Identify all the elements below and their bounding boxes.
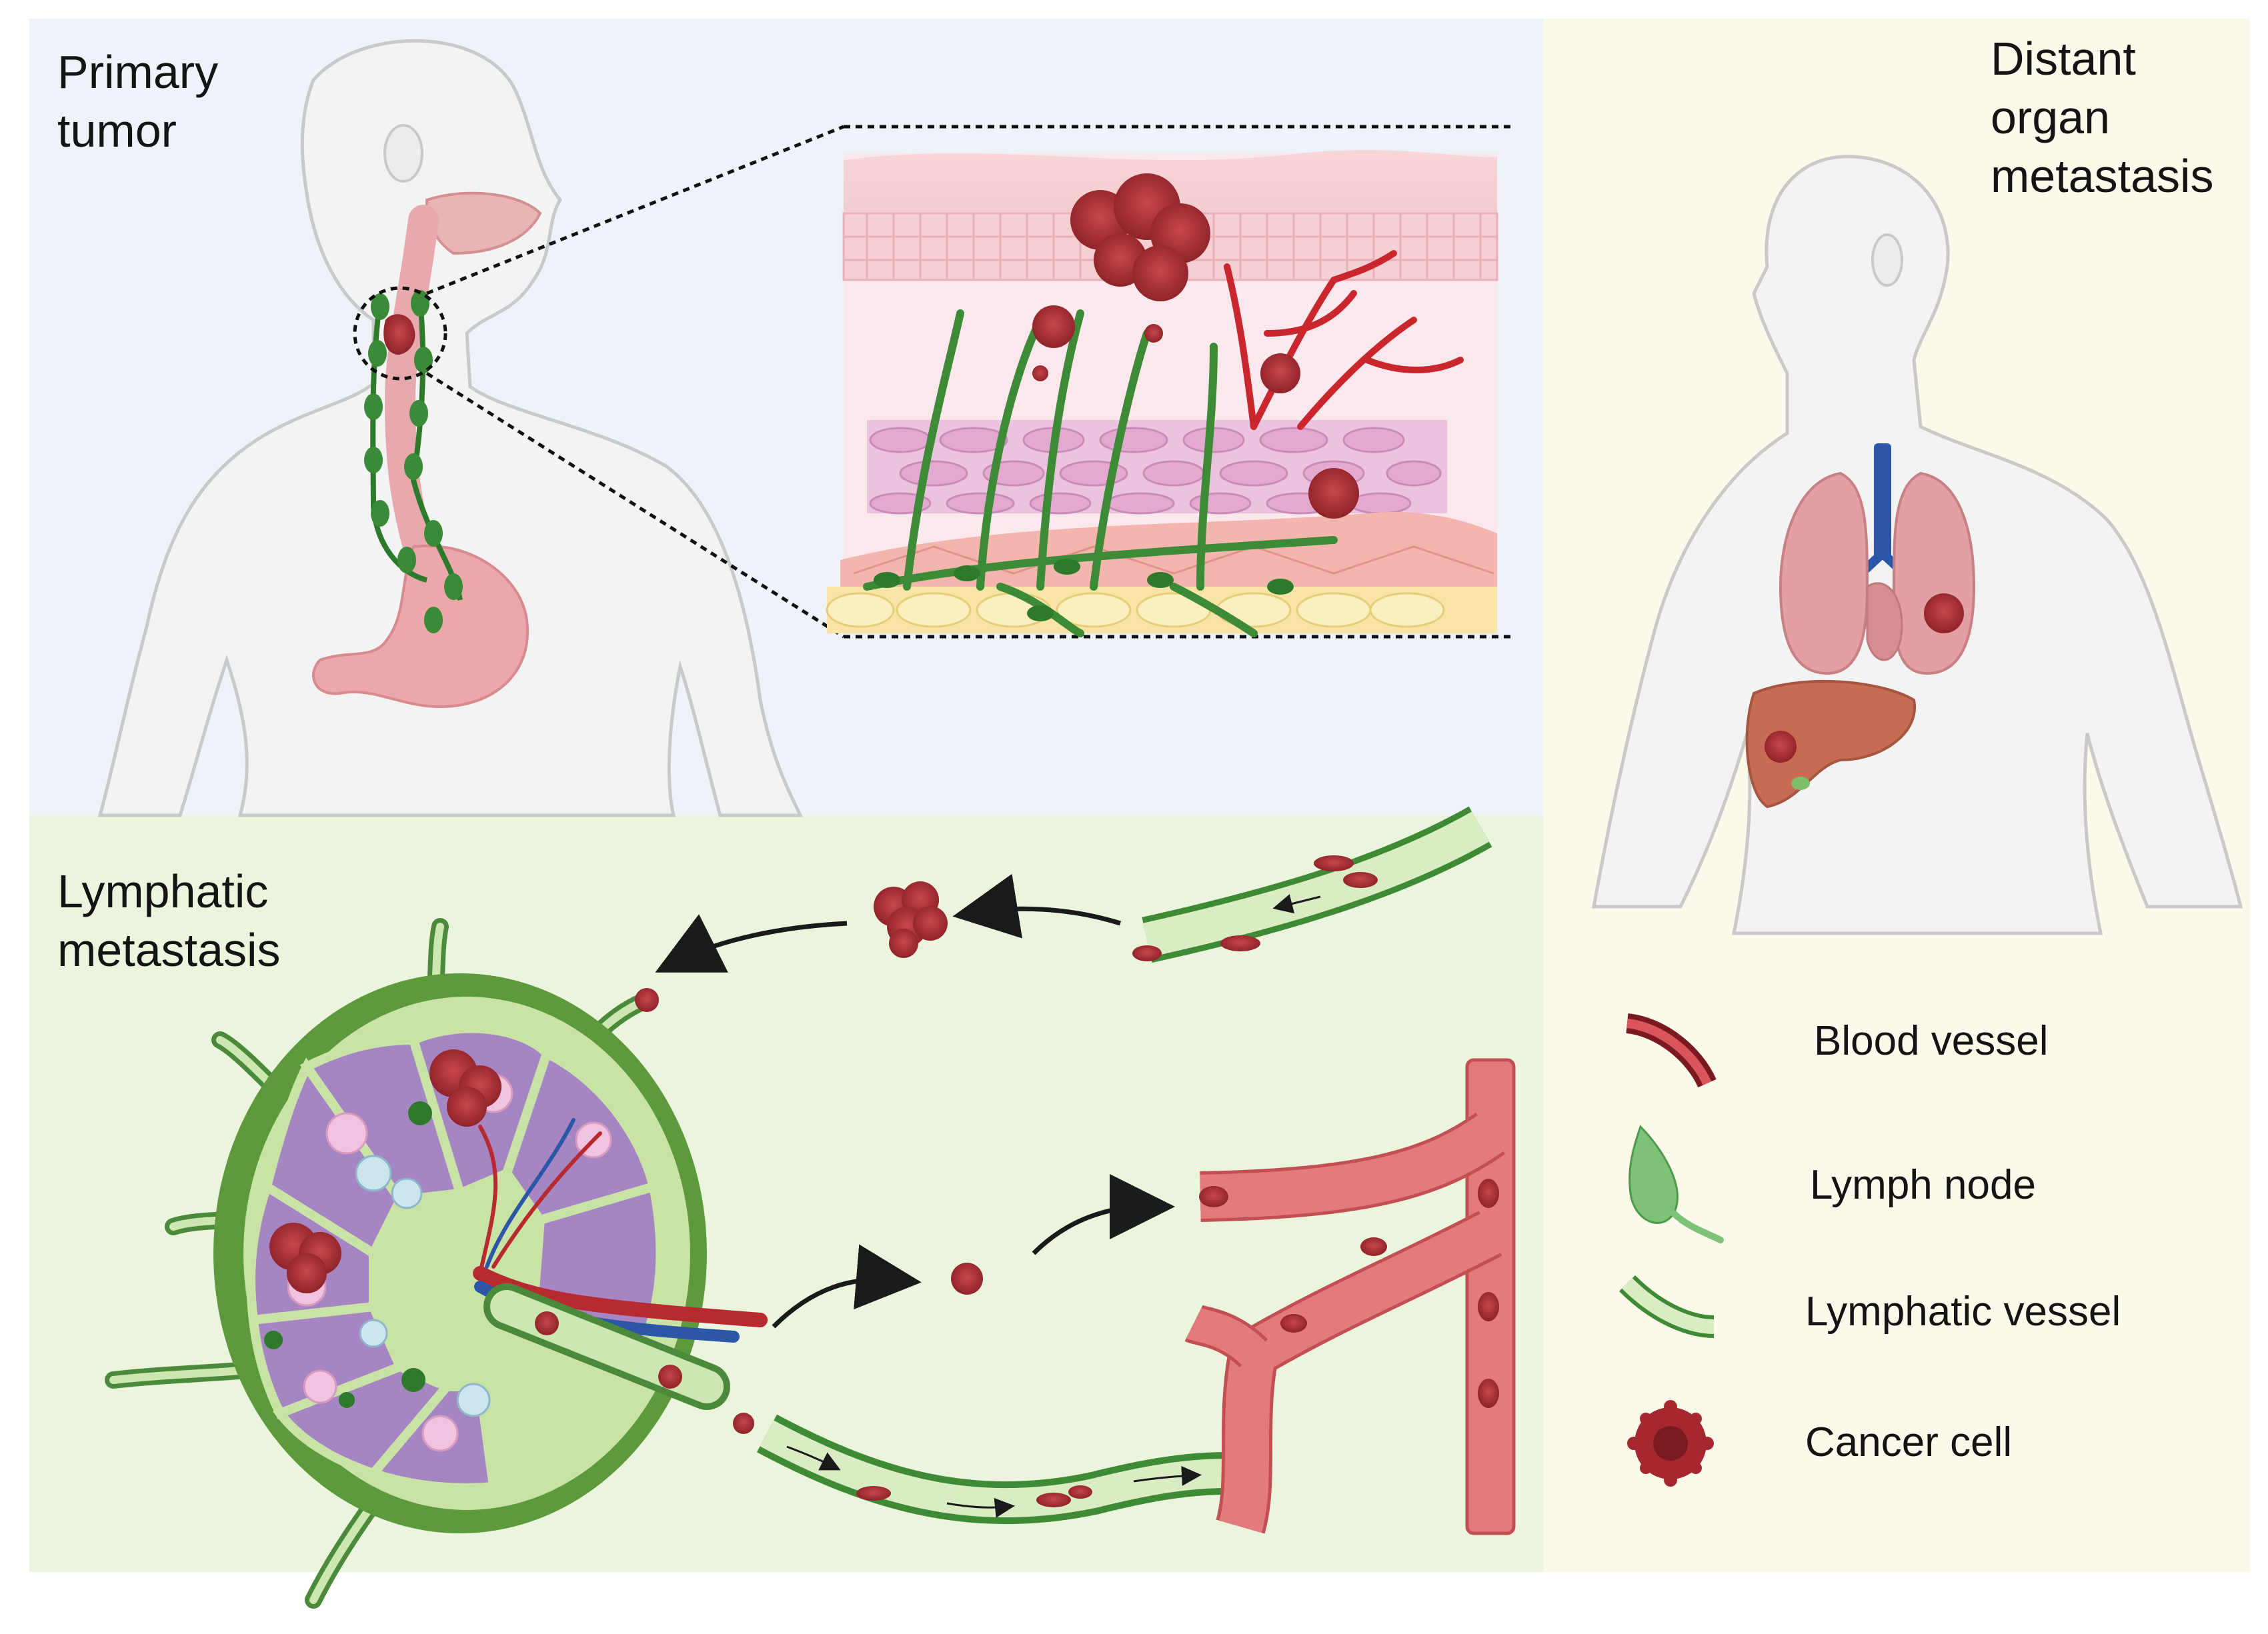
lung-metastasis (1924, 593, 1964, 633)
primary-tumor-mass (383, 314, 415, 355)
legend-label-lymphatic-vessel: Lymphatic vessel (1805, 1289, 2121, 1335)
stomach (312, 544, 529, 709)
blood-vessel-network (1184, 1058, 1516, 1535)
migration-arrows (655, 873, 1175, 1329)
flow-arrows (786, 894, 1321, 1518)
legend-label-blood-vessel: Blood vessel (1814, 1018, 2049, 1064)
heart (1866, 582, 1903, 661)
circulating-cancer-cell (951, 1263, 983, 1295)
right-lung (1779, 471, 1869, 675)
distant-metastasis-title: Distant organ metastasis (1991, 33, 2214, 202)
trachea (1874, 443, 1891, 560)
legend-label-lymph-node: Lymph node (1810, 1162, 2036, 1208)
zoom-line-top (426, 125, 844, 295)
cancer-cell-icon (1627, 1400, 1714, 1487)
liver-metastasis (1765, 731, 1797, 763)
zoom-circle (353, 286, 447, 381)
ear-shape (383, 124, 423, 183)
zoom-line-bottom (425, 371, 845, 639)
lymphatic-metastasis-title: Lymphatic metastasis (57, 865, 281, 976)
primary-tumor-title: Primary tumor (57, 46, 219, 157)
lymph-node-icon (1628, 1125, 1724, 1243)
gallbladder (1791, 777, 1810, 790)
blood-vessel-icon (1625, 1013, 1717, 1088)
tissue-cross-section (826, 150, 1498, 637)
liver (1745, 679, 1917, 809)
cancer-cell-cluster (874, 881, 948, 958)
lymph-node-cross-section (105, 918, 768, 1609)
esophagus (384, 205, 439, 569)
lymphatic-vessel-icon (1618, 1275, 1715, 1338)
human-body-front (97, 39, 803, 817)
lymph-node-chain (364, 290, 463, 633)
lymphatic-vessel-top (1132, 806, 1492, 963)
legend-label-cancer-cell: Cancer cell (1805, 1419, 2013, 1465)
